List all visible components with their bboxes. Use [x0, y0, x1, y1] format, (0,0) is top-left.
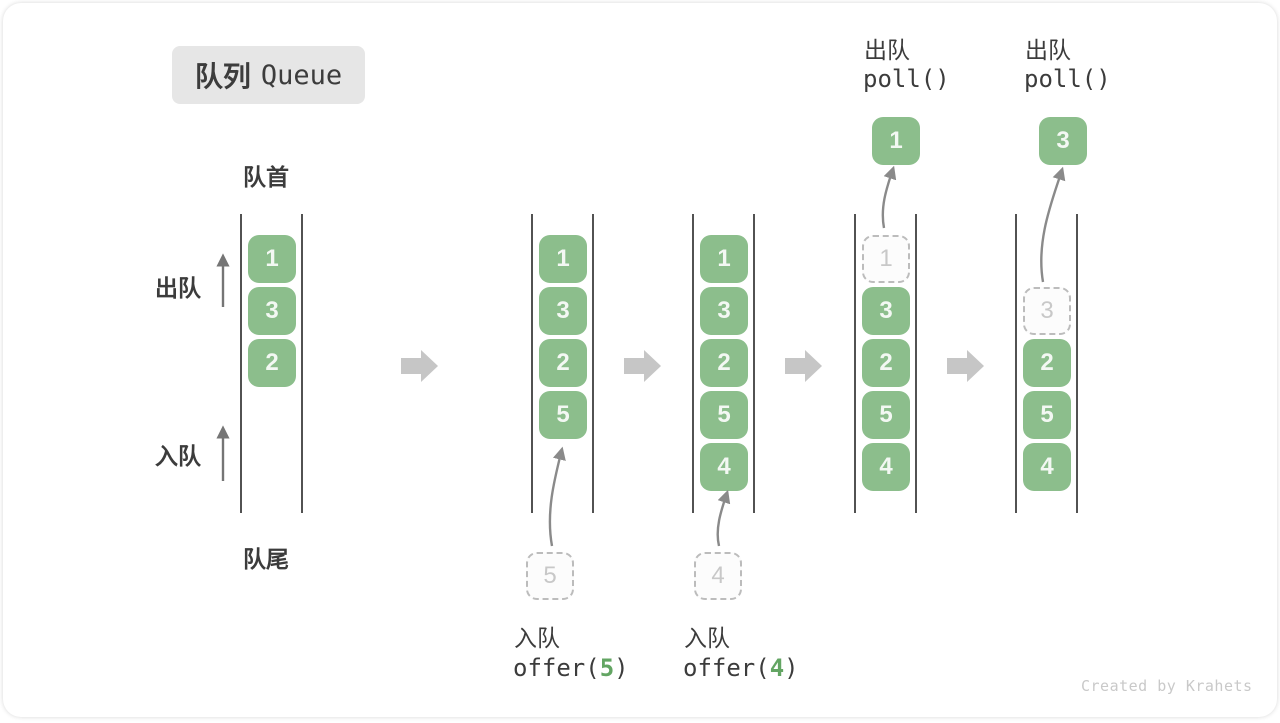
removed-cell: 1	[862, 235, 910, 283]
dequeue-arrow-icon	[881, 165, 897, 229]
queue-cell: 3	[539, 287, 587, 335]
flow-arrow-icon	[401, 350, 438, 382]
title-en: Queue	[260, 59, 343, 91]
queue-cell: 4	[700, 443, 748, 491]
dequeue-arrow-icon	[1040, 166, 1066, 283]
op-code: offer(5)	[513, 654, 629, 682]
queue-wall-left	[1015, 214, 1017, 513]
op-label: 入队	[684, 625, 730, 651]
queue-cell: 2	[1023, 339, 1071, 387]
polled-cell: 3	[1039, 117, 1087, 165]
flow-arrow-icon	[624, 350, 661, 382]
polled-cell: 1	[872, 117, 920, 165]
credit-text: Created by Krahets	[1081, 677, 1253, 695]
queue-cell: 1	[539, 235, 587, 283]
queue-cell: 1	[248, 235, 296, 283]
diagram-canvas: 队列 Queue 队首 队尾 出队 入队 1 3 2 1 3 2 5 5	[3, 3, 1277, 717]
queue-cell: 3	[248, 287, 296, 335]
flow-arrow-icon	[947, 350, 984, 382]
title-badge: 队列 Queue	[172, 46, 365, 104]
queue-cell: 2	[700, 339, 748, 387]
label-dequeue: 出队	[155, 275, 201, 301]
queue-cell: 5	[1023, 391, 1071, 439]
queue-cell: 1	[700, 235, 748, 283]
title-zh: 队列	[194, 61, 251, 92]
removed-cell: 3	[1023, 287, 1071, 335]
label-queue-front: 队首	[243, 164, 289, 190]
queue-cell: 5	[539, 391, 587, 439]
queue-cell: 5	[862, 391, 910, 439]
queue-cell: 2	[862, 339, 910, 387]
op-code-fn: offer(	[683, 654, 770, 682]
queue-wall-right	[915, 214, 917, 513]
queue-wall-left	[531, 214, 533, 513]
op-code-close: )	[614, 654, 629, 682]
queue-cell: 2	[539, 339, 587, 387]
queue-cell: 4	[1023, 443, 1071, 491]
queue-wall-right	[592, 214, 594, 513]
op-code: offer(4)	[683, 654, 799, 682]
incoming-cell: 5	[526, 552, 574, 600]
queue-cell: 4	[862, 443, 910, 491]
queue-wall-left	[854, 214, 856, 513]
queue-cell: 3	[862, 287, 910, 335]
queue-wall-left	[692, 214, 694, 513]
label-enqueue: 入队	[155, 443, 201, 469]
incoming-cell: 4	[694, 552, 742, 600]
queue-cell: 2	[248, 339, 296, 387]
queue-cell: 5	[700, 391, 748, 439]
op-code: poll()	[1024, 65, 1111, 93]
queue-cell: 3	[700, 287, 748, 335]
op-label: 出队	[1025, 37, 1071, 63]
enqueue-arrow-icon	[716, 489, 731, 547]
enqueue-arrow-icon	[548, 446, 566, 547]
dequeue-direction-arrow-icon	[216, 253, 230, 307]
queue-wall-right	[301, 214, 303, 513]
queue-wall-left	[240, 214, 242, 513]
queue-wall-right	[1076, 214, 1078, 513]
op-label: 入队	[514, 625, 560, 651]
op-label: 出队	[864, 37, 910, 63]
enqueue-direction-arrow-icon	[216, 425, 230, 481]
op-code-close: )	[784, 654, 799, 682]
op-code-arg: 5	[599, 654, 615, 682]
flow-arrow-icon	[785, 350, 822, 382]
op-code-arg: 4	[769, 654, 785, 682]
op-code: poll()	[863, 65, 950, 93]
op-code-fn: offer(	[513, 654, 600, 682]
queue-wall-right	[753, 214, 755, 513]
label-queue-rear: 队尾	[243, 546, 289, 572]
